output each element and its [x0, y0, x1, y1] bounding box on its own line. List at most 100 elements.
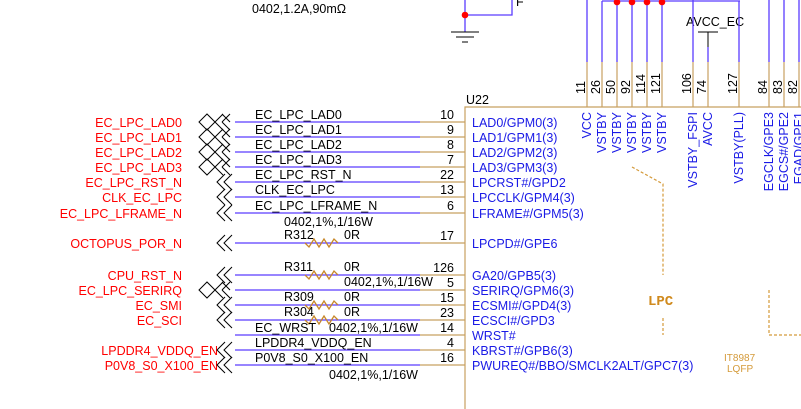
- net-label: EC_LPC_RST_N: [255, 168, 352, 182]
- off-page-connector-icon: [216, 341, 233, 359]
- resistor-spec-note: 0402,1%,1/16W: [329, 368, 418, 382]
- off-page-connector-icon: [216, 296, 233, 314]
- pin-name: VSTBY: [595, 111, 609, 153]
- off-page-port-label[interactable]: EC_SMI: [135, 299, 182, 313]
- off-page-port-label[interactable]: EC_LPC_LAD3: [95, 161, 182, 175]
- resistor-ref: R304: [284, 305, 314, 319]
- pin-name: VCC: [580, 112, 594, 138]
- net-label: EC_LPC_LAD3: [255, 153, 342, 167]
- pin-name: VSTBY: [625, 111, 639, 153]
- junction-dot: [628, 0, 636, 6]
- pin-number: 83: [771, 80, 785, 94]
- off-page-connector-icon: [198, 113, 231, 131]
- pin-number: 5: [447, 276, 454, 290]
- resistor-value: 0R: [344, 305, 360, 319]
- off-page-port-label[interactable]: EC_SCI: [137, 314, 182, 328]
- power-symbol-icon: [698, 31, 718, 47]
- pin-number: 114: [634, 74, 648, 94]
- off-page-port-label[interactable]: P0V8_S0_X100_EN: [105, 359, 218, 373]
- off-page-connector-icon: [216, 356, 233, 374]
- net-label: EC_LPC_LAD1: [255, 123, 342, 137]
- off-page-port-label[interactable]: EC_LPC_LAD0: [95, 116, 182, 130]
- pin-number: 7: [447, 153, 454, 167]
- resistor-spec-note: 0402,1%,1/16W: [344, 275, 433, 289]
- off-page-connector-icon: [216, 311, 233, 329]
- pin-number: 50: [604, 80, 618, 94]
- pin-name: VSTBY(PLL): [732, 112, 746, 184]
- pin-number: 84: [756, 80, 770, 94]
- resistor-value: 0R: [344, 290, 360, 304]
- resistor-ref: R312: [284, 228, 314, 242]
- pin-name: GA20/GPB5(3): [472, 269, 556, 283]
- pin-number: 14: [440, 321, 454, 335]
- pin-name: KBRST#/GPB6(3): [472, 344, 573, 358]
- pin-name: SERIRQ/GPM6(3): [472, 284, 574, 298]
- resistor-spec-note: 0402,1%,1/16W: [329, 321, 418, 335]
- pin-number: 10: [440, 108, 454, 122]
- chip-body-u22: [464, 106, 801, 409]
- resistor-ref: R311: [284, 260, 313, 274]
- pin-number: 74: [695, 80, 709, 94]
- ground-icon: [451, 31, 479, 43]
- pin-name: LPCRST#/GPD2: [472, 176, 566, 190]
- chip-ref: U22: [466, 93, 489, 107]
- net-label: EC_LPC_LAD2: [255, 138, 342, 152]
- off-page-port-label[interactable]: EC_LPC_LAD2: [95, 146, 182, 160]
- off-page-connector-icon: [216, 173, 233, 191]
- pin-name: LFRAME#/GPM5(3): [472, 207, 584, 221]
- net-label: EC_LPC_LFRAME_N: [255, 199, 377, 213]
- pin-name: VSTBY: [640, 111, 654, 153]
- off-page-port-label[interactable]: EC_LPC_SERIRQ: [78, 284, 182, 298]
- pin-number: 17: [440, 229, 454, 243]
- pin-name: LAD0/GPM0(3): [472, 116, 557, 130]
- off-page-port-label[interactable]: EC_LPC_LFRAME_N: [60, 207, 182, 221]
- power-label-avcc-ec: AVCC_EC: [686, 15, 744, 29]
- pin-number: 92: [619, 80, 633, 94]
- resistor-icon: [304, 237, 339, 249]
- off-page-connector-icon: [198, 143, 231, 161]
- pin-name: EGAD/GPE1: [792, 112, 801, 184]
- pin-name: LAD1/GPM1(3): [472, 131, 557, 145]
- net-label: EC_WRST: [255, 321, 316, 335]
- gnd-wire: [464, 0, 513, 32]
- off-page-port-label[interactable]: EC_LPC_LAD1: [95, 131, 182, 145]
- off-page-port-label[interactable]: EC_LPC_RST_N: [85, 176, 182, 190]
- off-page-port-label[interactable]: OCTOPUS_POR_N: [70, 237, 182, 251]
- pin-number: 22: [440, 168, 454, 182]
- pin-name: EGCS#/GPE2: [777, 112, 791, 191]
- junction-dot: [461, 11, 469, 19]
- off-page-connector-icon: [216, 204, 233, 222]
- resistor-icon: [304, 269, 339, 281]
- pin-name: AVCC: [701, 112, 715, 146]
- pin-name: PWUREQ#/BBO/SMCLK2ALT/GPC7(3): [472, 359, 693, 373]
- off-page-port-label[interactable]: LPDDR4_VDDQ_EN: [101, 344, 218, 358]
- left-pin-row: 4KBRST#/GPB6(3)LPDDR4_VDDQ_ENLPDDR4_VDDQ…: [101, 336, 573, 359]
- pin-number: 126: [433, 261, 454, 275]
- pin-name: EGCLK/GPE3: [762, 112, 776, 191]
- pin-number: 6: [447, 199, 454, 213]
- off-page-port-label[interactable]: CLK_EC_LPC: [102, 191, 182, 205]
- pin-number: 11: [574, 81, 588, 94]
- net-label: EC_LPC_LAD0: [255, 108, 342, 122]
- fuse-annotation: 0402,1.2A,90mΩ: [252, 2, 346, 16]
- pin-number: 8: [447, 138, 454, 152]
- pin-number: 13: [440, 183, 454, 197]
- pin-name: VSTBY_FSPI: [686, 112, 700, 188]
- junction-dot: [643, 0, 651, 6]
- off-page-port-label[interactable]: CPU_RST_N: [108, 269, 182, 283]
